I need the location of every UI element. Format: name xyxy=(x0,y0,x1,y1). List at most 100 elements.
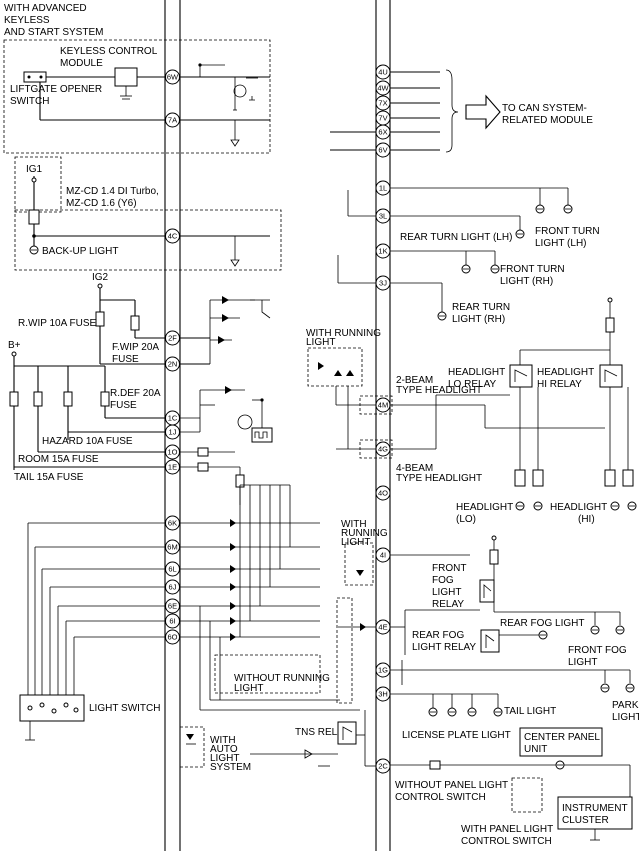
left-pin-1e: 1E xyxy=(165,459,180,475)
svg-text:FOG: FOG xyxy=(432,575,454,586)
svg-text:1G: 1G xyxy=(378,666,388,675)
right-pin-4e: 4E xyxy=(375,619,391,635)
right-pin-4m: 4M xyxy=(375,397,391,413)
svg-text:FRONT TURN: FRONT TURN xyxy=(535,226,600,237)
bulb-license-1 xyxy=(467,707,477,717)
svg-text:1J: 1J xyxy=(169,428,177,437)
svg-text:FRONT TURN: FRONT TURN xyxy=(500,264,565,275)
bulb-front-turn-lh-2 xyxy=(563,204,573,214)
svg-text:2C: 2C xyxy=(378,762,388,771)
left-pin-6k: 6K xyxy=(165,515,180,531)
left-pin-1c: 1C xyxy=(165,410,180,426)
right-pin-4i: 4I xyxy=(375,547,391,563)
svg-text:RELAY: RELAY xyxy=(432,599,464,610)
light-switch: LIGHT SWITCH xyxy=(19,694,160,741)
svg-text:TYPE HEADLIGHT: TYPE HEADLIGHT xyxy=(396,385,482,396)
svg-text:R.DEF 20A: R.DEF 20A xyxy=(110,388,161,399)
left-module-body xyxy=(164,0,181,851)
svg-text:7V: 7V xyxy=(378,114,387,123)
svg-text:1C: 1C xyxy=(168,414,178,423)
svg-text:4M: 4M xyxy=(378,401,388,410)
svg-text:LICENSE PLATE LIGHT: LICENSE PLATE LIGHT xyxy=(402,730,511,741)
svg-text:4-BEAM: 4-BEAM xyxy=(396,463,433,474)
svg-text:LIGHT: LIGHT xyxy=(306,337,335,348)
bulb-front-fog-2 xyxy=(615,625,625,635)
bulb-tail-2 xyxy=(447,707,457,717)
svg-text:6L: 6L xyxy=(168,565,176,574)
svg-text:MZ-CD 1.6 (Y6): MZ-CD 1.6 (Y6) xyxy=(66,198,137,209)
right-pin-4g: 4G xyxy=(375,441,391,457)
right-pin-7v: 7V xyxy=(375,110,391,126)
left-pin-1j: 1J xyxy=(165,424,180,440)
svg-text:CENTER PANEL: CENTER PANEL xyxy=(524,732,600,743)
keyless-internal-circuit xyxy=(180,63,270,147)
svg-text:WITH RUNNING: WITH RUNNING xyxy=(306,328,381,339)
svg-text:6V: 6V xyxy=(378,146,387,155)
svg-text:TO CAN SYSTEM-: TO CAN SYSTEM- xyxy=(502,103,587,114)
svg-text:HEADLIGHT: HEADLIGHT xyxy=(537,367,594,378)
svg-text:MZ-CD 1.4 DI Turbo,: MZ-CD 1.4 DI Turbo, xyxy=(66,186,159,197)
left-pin-2n: 2N xyxy=(165,356,180,372)
svg-text:4I: 4I xyxy=(380,551,386,560)
svg-text:BACK-UP LIGHT: BACK-UP LIGHT xyxy=(42,246,119,257)
left-pin-6j: 6J xyxy=(165,579,180,595)
turn-light-circuits: REAR TURN LIGHT (LH) FRONT TURN LIGHT (L… xyxy=(337,187,600,325)
wiper-defroster-circuits xyxy=(180,296,273,505)
svg-text:MODULE: MODULE xyxy=(60,58,103,69)
svg-text:(HI): (HI) xyxy=(578,514,595,525)
header-label: WITH ADVANCED KEYLESS AND START SYSTEM xyxy=(4,3,103,38)
svg-text:LIGHT: LIGHT xyxy=(568,657,597,668)
right-pin-1k: 1K xyxy=(375,243,391,259)
svg-text:LIGHT: LIGHT xyxy=(612,712,639,723)
right-pin-1g: 1G xyxy=(375,662,391,678)
left-pin-6o: 6O xyxy=(165,629,180,645)
headlight-bulbs xyxy=(515,501,637,511)
svg-text:ROOM 15A FUSE: ROOM 15A FUSE xyxy=(18,454,99,465)
svg-text:LIGHT SWITCH: LIGHT SWITCH xyxy=(89,703,160,714)
svg-text:TAIL LIGHT: TAIL LIGHT xyxy=(504,706,556,717)
left-pin-6l: 6L xyxy=(165,561,180,577)
fog-light-circuits: WITH RUNNING LIGHT FRONT FOG LIGHT RELAY… xyxy=(338,519,627,668)
right-pin-6x: 6X xyxy=(375,124,391,140)
svg-text:4C: 4C xyxy=(168,232,178,241)
right-pin-3j: 3J xyxy=(375,275,391,291)
svg-text:LIGHT (LH): LIGHT (LH) xyxy=(535,238,587,249)
svg-text:LIGHT: LIGHT xyxy=(341,537,370,548)
bulb-headlight-hi-2 xyxy=(627,501,637,511)
svg-text:REAR TURN: REAR TURN xyxy=(452,302,510,313)
svg-text:4W: 4W xyxy=(377,84,389,93)
bulb-front-turn-rh-1 xyxy=(461,264,471,274)
left-pin-6m: 6M xyxy=(165,539,180,555)
right-module-body xyxy=(375,0,391,851)
svg-text:RUNNING: RUNNING xyxy=(341,528,388,539)
svg-text:F.WIP 20A: F.WIP 20A xyxy=(112,342,159,353)
bulb-license-2 xyxy=(493,707,503,717)
svg-text:LIGHT: LIGHT xyxy=(234,683,263,694)
svg-text:SYSTEM: SYSTEM xyxy=(210,762,251,773)
svg-text:WITH PANEL LIGHT: WITH PANEL LIGHT xyxy=(461,824,553,835)
bulb-parking-1 xyxy=(600,683,610,693)
right-pin-4u: 4U xyxy=(375,64,391,80)
svg-text:6J: 6J xyxy=(169,583,177,592)
svg-text:HAZARD 10A FUSE: HAZARD 10A FUSE xyxy=(42,436,133,447)
svg-text:INSTRUMENT: INSTRUMENT xyxy=(562,803,628,814)
svg-text:WITH: WITH xyxy=(210,735,236,746)
svg-text:WITH ADVANCED: WITH ADVANCED xyxy=(4,3,87,14)
svg-text:REAR FOG: REAR FOG xyxy=(412,630,464,641)
right-pin-2c: 2C xyxy=(375,758,391,774)
svg-text:LIGHT: LIGHT xyxy=(432,587,461,598)
bulb-rear-turn-rh xyxy=(437,311,447,321)
svg-text:4G: 4G xyxy=(378,445,388,454)
svg-text:6I: 6I xyxy=(169,617,175,626)
svg-text:WITH: WITH xyxy=(341,519,367,530)
svg-text:TNS RELAY: TNS RELAY xyxy=(295,727,350,738)
right-pin-3l: 3L xyxy=(375,208,391,224)
bulb-tail-1 xyxy=(428,707,438,717)
left-pin-2f: 2F xyxy=(165,330,180,346)
svg-text:KEYLESS CONTROL: KEYLESS CONTROL xyxy=(60,46,158,57)
svg-text:LIGHT: LIGHT xyxy=(210,753,239,764)
